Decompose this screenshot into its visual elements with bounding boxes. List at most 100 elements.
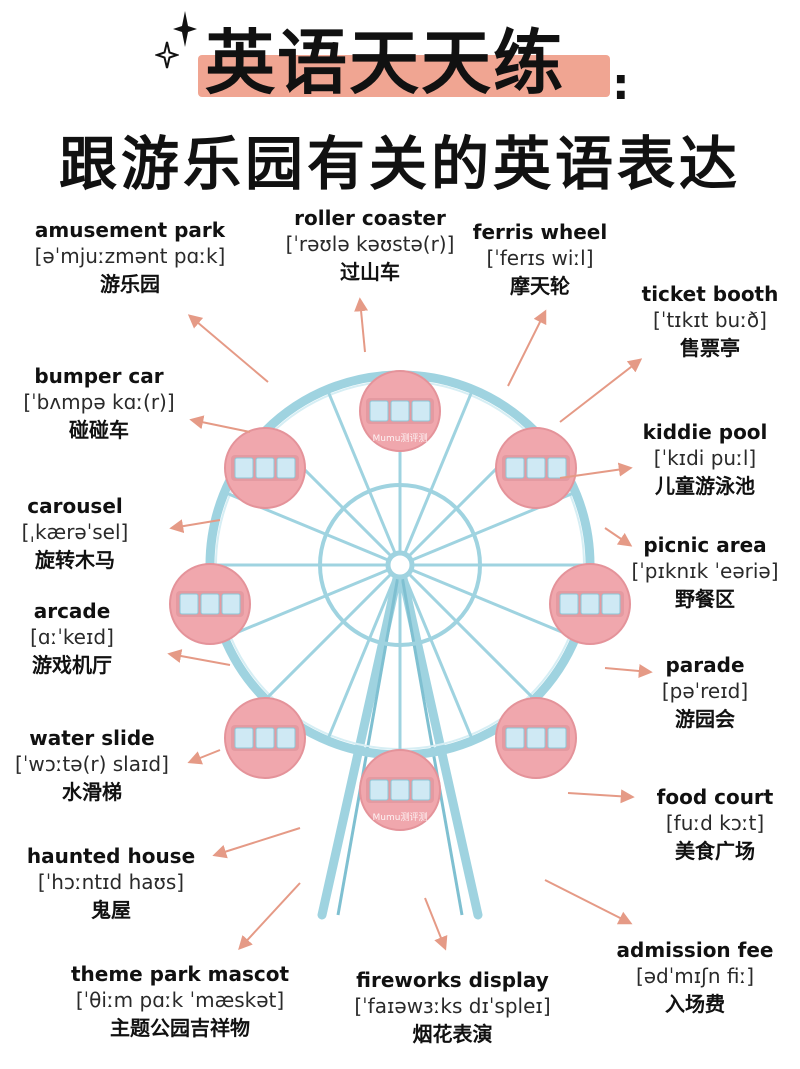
vocab-english: carousel — [27, 494, 123, 518]
vocab-english: theme park mascot — [70, 962, 290, 986]
wheel-spoke — [325, 564, 402, 742]
wheel-spoke — [223, 563, 401, 640]
watermark: Mumu测评测 — [373, 433, 428, 444]
arrow-icon — [559, 358, 643, 423]
title-colon: : — [612, 59, 630, 110]
arrow-icon — [424, 897, 448, 951]
arrow-icon — [604, 527, 633, 547]
arrow-icon — [187, 314, 269, 383]
vocab-item-ticket-booth: ticket booth [ˈtɪkɪt buːð] 售票亭 — [610, 281, 800, 363]
vocab-chinese: 儿童游泳池 — [655, 474, 755, 498]
vocab-chinese: 水滑梯 — [62, 780, 122, 804]
cabin-window — [390, 400, 410, 422]
wheel-spoke — [398, 388, 475, 566]
wheel-spoke — [399, 563, 577, 640]
cabin-window — [369, 779, 389, 801]
vocab-chinese: 售票亭 — [680, 336, 740, 360]
cabin-window — [390, 779, 410, 801]
vocab-chinese: 野餐区 — [675, 587, 735, 611]
wheel-leg — [336, 564, 402, 916]
vocab-item-haunted-house: haunted house [ˈhɔːntɪd haʊs] 鬼屋 — [0, 843, 222, 925]
cabin-window — [255, 457, 275, 479]
vocab-english: parade — [665, 653, 745, 677]
vocab-english: fireworks display — [356, 968, 549, 992]
vocab-phonetic: [ədˈmɪʃn fiː] — [635, 964, 755, 988]
vocab-phonetic: [ˈpɪknɪk ˈeəriə] — [631, 559, 779, 583]
wheel-hub — [385, 550, 415, 580]
vocab-chinese: 美食广场 — [675, 839, 755, 863]
arrow-icon — [567, 789, 635, 804]
sparkle-icon — [173, 11, 197, 47]
vocab-phonetic: [pəˈreɪd] — [661, 679, 749, 703]
wheel-leg — [398, 564, 464, 916]
cabin-window — [179, 593, 199, 615]
vocab-phonetic: [ˈwɔːtə(r) slaɪd] — [15, 752, 169, 776]
page-title: 英语天天练 — [205, 21, 565, 104]
vocab-item-amusement-park: amusement park [əˈmjuːzmənt pɑːk] 游乐园 — [5, 217, 255, 299]
vocab-item-roller-coaster: roller coaster [ˈrəʊlə kəʊstə(r)] 过山车 — [245, 205, 495, 287]
wheel-leg — [317, 560, 405, 920]
wheel-spoke — [264, 563, 402, 701]
arrow-icon — [187, 749, 221, 765]
vocab-item-arcade: arcade [ɑːˈkeɪd] 游戏机厅 — [0, 598, 144, 680]
vocab-english: ferris wheel — [472, 220, 608, 244]
vocab-chinese: 主题公园吉祥物 — [110, 1016, 250, 1040]
vocab-phonetic: [ˈfaɪəwɜːks dɪˈspleɪ] — [354, 994, 551, 1018]
arrow-icon — [212, 827, 301, 859]
wheel-leg — [395, 560, 483, 920]
vocab-english: amusement park — [34, 218, 226, 242]
vocab-phonetic: [ˈkɪdi puːl] — [653, 446, 757, 470]
cabin-window — [526, 457, 546, 479]
cabin-window — [234, 727, 254, 749]
cabin-window — [559, 593, 579, 615]
arrow-icon — [167, 649, 231, 666]
arrow-icon — [354, 297, 369, 353]
cabin-window — [411, 400, 431, 422]
vocab-item-picnic-area: picnic area [ˈpɪknɪk ˈeəriə] 野餐区 — [610, 532, 800, 614]
vocab-item-fireworks-display: fireworks display [ˈfaɪəwɜːks dɪˈspleɪ] … — [315, 967, 590, 1049]
vocab-chinese: 入场费 — [665, 992, 725, 1016]
vocab-english: water slide — [29, 726, 155, 750]
sparkle-icon — [155, 41, 179, 69]
vocab-english: roller coaster — [294, 206, 446, 230]
vocab-item-food-court: food court [fuːd kɔːt] 美食广场 — [635, 784, 795, 866]
watermark: Mumu测评测 — [373, 812, 428, 823]
cabin-window — [505, 727, 525, 749]
cabin-window — [547, 457, 567, 479]
cabin-window — [411, 779, 431, 801]
vocab-item-admission-fee: admission fee [ədˈmɪʃn fiː] 入场费 — [590, 937, 800, 1019]
vocab-phonetic: [əˈmjuːzmənt pɑːk] — [34, 244, 226, 268]
vocab-item-carousel: carousel [ˌkærəˈsel] 旋转木马 — [0, 493, 150, 575]
vocab-chinese: 烟花表演 — [412, 1022, 493, 1046]
vocab-phonetic: [ˈbʌmpə kɑː(r)] — [23, 390, 175, 414]
cabin-window — [369, 400, 389, 422]
arrow-icon — [544, 879, 633, 925]
vocab-item-bumper-car: bumper car [ˈbʌmpə kɑː(r)] 碰碰车 — [0, 363, 198, 445]
vocab-chinese: 过山车 — [340, 260, 400, 284]
cabin-window — [601, 593, 621, 615]
vocab-english: arcade — [33, 599, 111, 623]
arrow-icon — [559, 462, 633, 479]
vocab-phonetic: [ˈrəʊlə kəʊstə(r)] — [285, 232, 455, 256]
vocab-phonetic: [fuːd kɔːt] — [665, 811, 765, 835]
cabin-window — [200, 593, 220, 615]
cabin-window — [276, 727, 296, 749]
arrow-icon — [507, 309, 547, 387]
vocab-english: ticket booth — [641, 282, 779, 306]
vocab-english: admission fee — [616, 938, 774, 962]
arrow-icon — [169, 519, 221, 534]
vocab-chinese: 鬼屋 — [91, 898, 131, 922]
vocab-item-parade: parade [pəˈreɪd] 游园会 — [630, 652, 780, 734]
vocab-item-kiddie-pool: kiddie pool [ˈkɪdi puːl] 儿童游泳池 — [610, 419, 800, 501]
wheel-spoke — [325, 388, 402, 566]
vocab-phonetic: [ɑːˈkeɪd] — [30, 625, 114, 649]
vocab-item-theme-park-mascot: theme park mascot [ˈθiːm pɑːk ˈmæskət] 主… — [30, 961, 330, 1043]
title-highlight — [198, 55, 610, 97]
vocab-chinese: 碰碰车 — [69, 418, 129, 442]
vocab-chinese: 游园会 — [675, 707, 735, 731]
vocab-phonetic: [ˌkærəˈsel] — [21, 520, 129, 544]
cabin-window — [276, 457, 296, 479]
vocab-chinese: 摩天轮 — [510, 274, 570, 298]
cabin-window — [221, 593, 241, 615]
vocab-phonetic: [ˈhɔːntɪd haʊs] — [37, 870, 185, 894]
